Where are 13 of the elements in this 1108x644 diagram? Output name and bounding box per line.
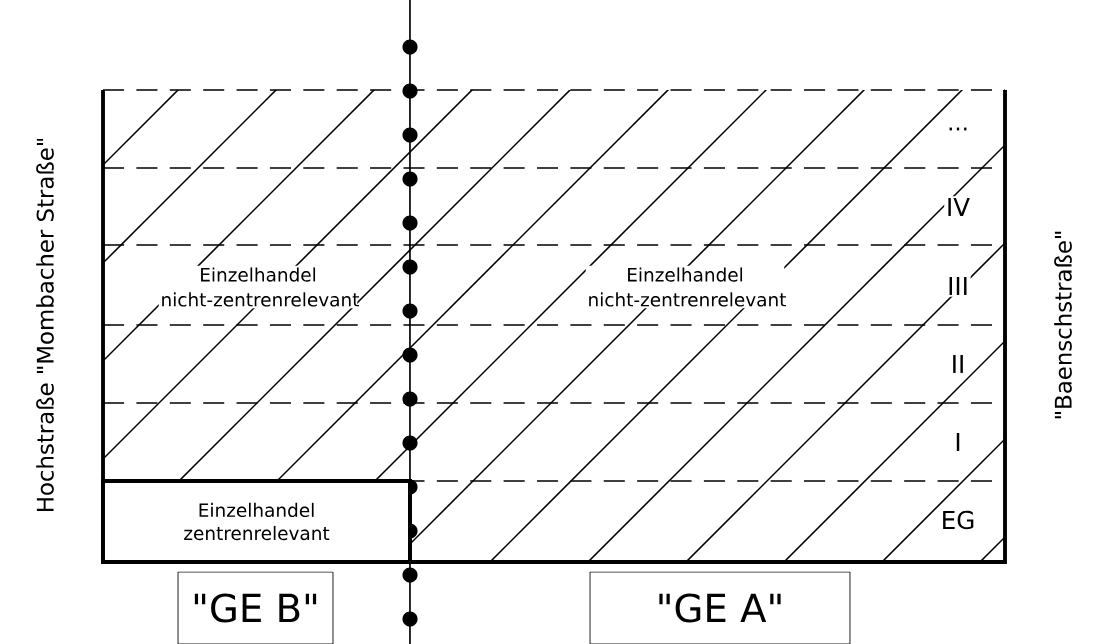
floor-label: I xyxy=(952,431,964,453)
floor-label: III xyxy=(945,275,971,297)
zone-box: Einzelhandel zentrenrelevant xyxy=(101,479,412,564)
zone-label: Einzelhandel nicht-zentrenrelevant xyxy=(158,265,359,309)
area-label-box: "GE A" xyxy=(589,571,851,644)
floor-label: IV xyxy=(944,196,972,218)
street-label: Hochstraße "Mombacher Straße" xyxy=(36,138,54,512)
area-label-box: "GE B" xyxy=(177,571,334,644)
floor-label: II xyxy=(949,353,967,375)
floor-label: ... xyxy=(945,125,971,133)
zone-label: Einzelhandel nicht-zentrenrelevant xyxy=(585,265,786,309)
street-label: "Baenschstraße" xyxy=(1054,231,1072,419)
floor-label: EG xyxy=(938,508,978,532)
